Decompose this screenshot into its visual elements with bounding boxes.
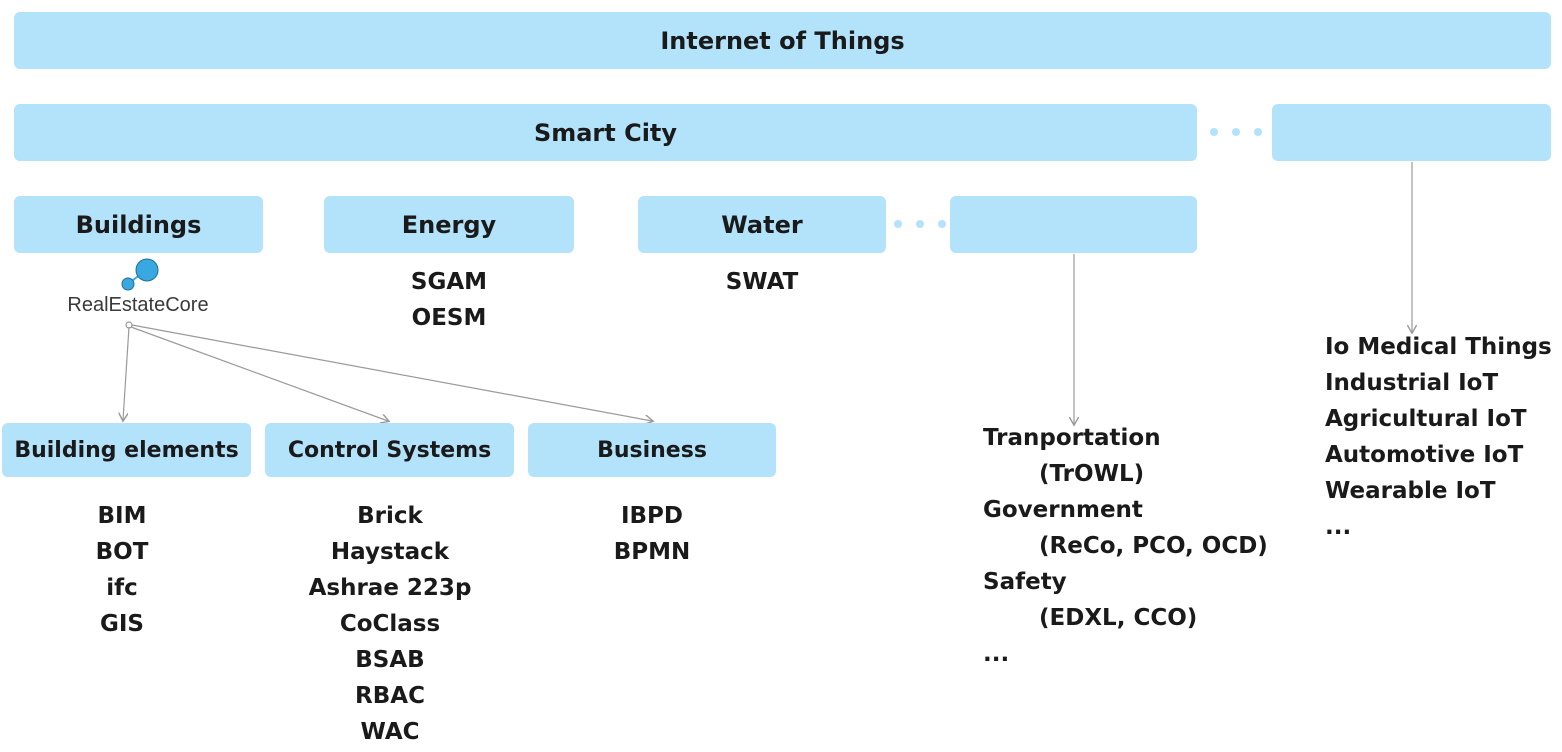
water-box: Water [638, 196, 886, 253]
ontology-item: SGAM [410, 269, 488, 295]
energy-ontology-list: SGAM OESM [374, 264, 524, 336]
other-city-domains-list: Tranportation (TrOWL) Government (ReCo, PCO… [983, 420, 1268, 672]
realestatecore-logo-icon [121, 258, 159, 291]
connector-business [131, 324, 652, 421]
ontology-item: RBAC [355, 683, 425, 709]
ontology-item: OESM [411, 305, 487, 331]
ontology-item: ifc [106, 575, 138, 601]
ontology-item: CoClass [339, 611, 441, 637]
dot [938, 220, 946, 228]
domain-item: Government [983, 497, 1143, 523]
water-ontology-list: SWAT [687, 264, 837, 300]
dot [1232, 128, 1240, 136]
ontology-item: GIS [99, 611, 144, 637]
ontology-item: BIM [97, 503, 147, 529]
ontology-item: Haystack [330, 539, 450, 565]
dot [1254, 128, 1262, 136]
ontology-item: BPMN [613, 539, 691, 565]
domain-item: Automotive IoT [1325, 442, 1524, 468]
connector-control-systems [130, 326, 388, 421]
ontology-item: BOT [95, 539, 149, 565]
building-elements-box: Building elements [2, 423, 251, 477]
dot [916, 220, 924, 228]
domain-item: Io Medical Things [1325, 334, 1552, 360]
dot [1210, 128, 1218, 136]
ontology-item: Brick [357, 503, 423, 529]
connector-building-elements [123, 326, 130, 420]
control-systems-box: Control Systems [265, 423, 514, 477]
domain-item: Wearable IoT [1325, 478, 1496, 504]
other-iot-domain-box [1272, 104, 1551, 161]
domain-item: (ReCo, PCO, OCD) [1039, 533, 1268, 559]
smart-city-box: Smart City [14, 104, 1197, 161]
dot [894, 220, 902, 228]
ontology-item: Ashrae 223p [308, 575, 472, 601]
realestatecore-logo-text: RealEstateCore [67, 294, 209, 316]
domain-item: Safety [983, 569, 1067, 595]
ellipsis-dots-level2 [1210, 128, 1262, 136]
ontology-item: IBPD [620, 503, 684, 529]
business-box: Business [528, 423, 776, 477]
business-ontology-list: IBPD BPMN [577, 498, 727, 570]
ontology-item: SWAT [725, 269, 799, 295]
domain-item: Tranportation [983, 425, 1161, 451]
ellipsis-dots-level3 [894, 220, 946, 228]
domain-item: ... [983, 641, 1010, 667]
domain-item: Industrial IoT [1325, 370, 1499, 396]
ontology-item: BSAB [355, 647, 425, 673]
other-city-domain-box [950, 196, 1197, 253]
domain-item: ... [1325, 514, 1352, 540]
domain-item: (TrOWL) [1039, 461, 1145, 487]
energy-box: Energy [324, 196, 574, 253]
buildings-box: Buildings [14, 196, 263, 253]
internet-of-things-box: Internet of Things [14, 12, 1551, 69]
domain-item: (EDXL, CCO) [1039, 605, 1198, 631]
ontology-item: WAC [360, 719, 420, 745]
domain-item: Agricultural IoT [1325, 406, 1527, 432]
